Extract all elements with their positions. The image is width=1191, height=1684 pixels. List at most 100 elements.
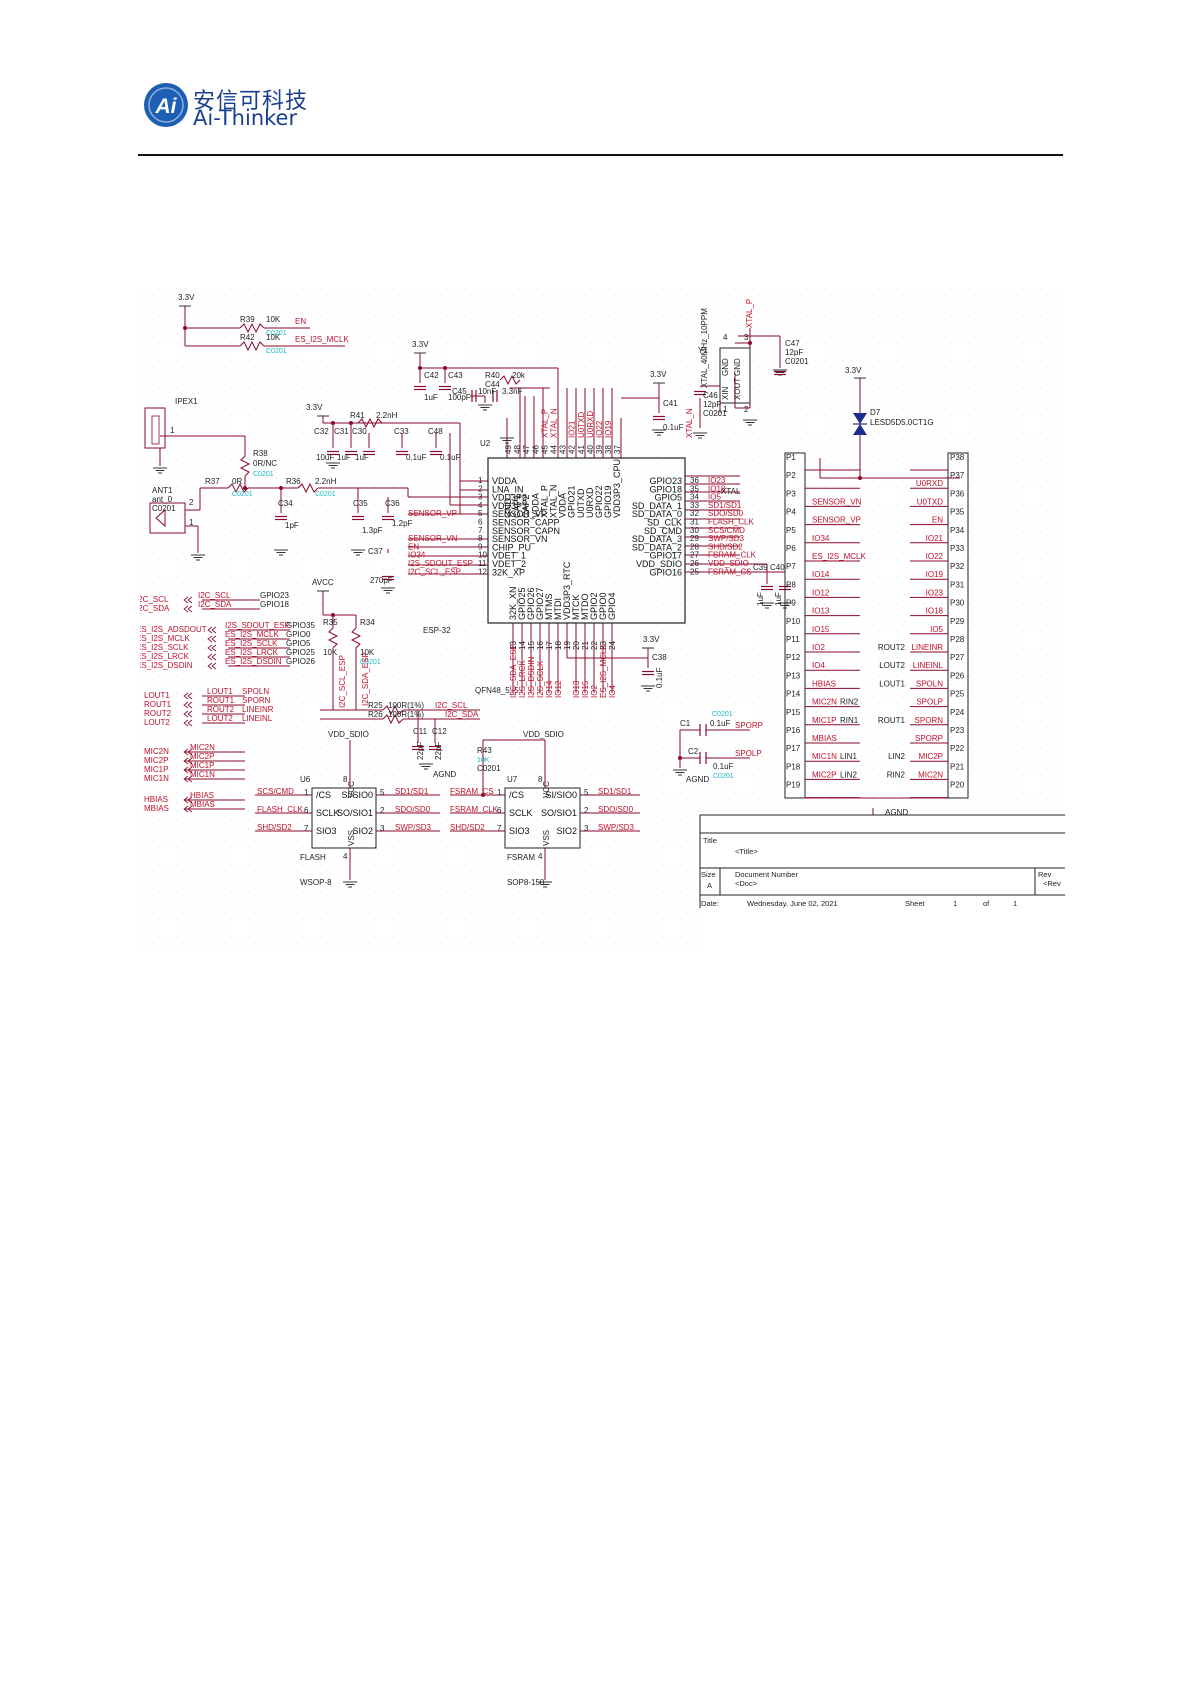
psram-name: FSRAM — [507, 853, 535, 862]
u2-top-pin: GPIO22 — [594, 485, 604, 518]
i2s-mid-net: ES_I2S_LRCK — [225, 648, 279, 657]
psram-pin-left: /CS — [509, 790, 524, 800]
r39-net: EN — [295, 317, 306, 326]
conn-right-net: U0TXD — [917, 497, 943, 506]
u2-bottom-net: ES_I2S_MCLK — [599, 644, 608, 698]
c41-value: 0.1uF — [663, 423, 684, 432]
company-name-en: Ai-Thinker — [193, 106, 298, 130]
flash-name: FLASH — [300, 853, 326, 862]
conn-right-sub: ROUT1 — [878, 716, 906, 725]
r37-pkg: C0201 — [232, 491, 253, 498]
flash-net-left: SCS/CMD — [257, 787, 294, 796]
u2-left-net: SENSOR_VN — [408, 534, 458, 543]
conn-right-pin: P31 — [950, 580, 965, 589]
u2-top-num: 39 — [595, 445, 604, 454]
u2-bottom-num: 16 — [536, 641, 545, 650]
c36-ref: C36 — [385, 499, 400, 508]
conn-left-pin: P17 — [786, 744, 801, 753]
r41-ref: R41 — [350, 411, 365, 420]
y1-pin-2: XIN — [721, 386, 730, 400]
supply-b: 3.3V — [412, 340, 429, 349]
c39-value: 1uF — [756, 592, 765, 606]
i2s-left-port: ES_I2S_SCLK — [140, 643, 189, 652]
conn-left-net: MIC2N — [812, 698, 837, 707]
conn-right-pin: P37 — [950, 471, 965, 480]
c1-net: SPORP — [735, 721, 763, 730]
u2-top-num: 42 — [568, 445, 577, 454]
conn-left-pin: P9 — [786, 599, 796, 608]
u2-top-num: 45 — [540, 445, 549, 454]
u2-bottom-net: IO4 — [608, 685, 617, 698]
psram-num-right: 2 — [584, 806, 589, 815]
i2c-mid-net: I2C_SCL — [198, 591, 231, 600]
conn-left-pin: P13 — [786, 671, 801, 680]
u2-right-net: FSRAM_CS — [708, 567, 752, 576]
u2-right-net: FLASH_CLK — [708, 518, 754, 527]
u2-bottom-net: I2S_SCLK — [536, 660, 545, 698]
conn-right-net: SPORP — [915, 734, 943, 743]
r41-value: 2.2nH — [376, 411, 398, 420]
esd-supply: 3.3V — [845, 366, 862, 375]
mic-mid-net: MIC1N — [190, 770, 215, 779]
u2-bottom-num: 21 — [581, 641, 590, 650]
psram-num-left: 6 — [497, 806, 502, 815]
u2-bottom-num: 14 — [518, 641, 527, 650]
title-block: Title <Title> Size A Document Number <Do… — [699, 814, 1065, 953]
u2-top-net: U0TXD — [577, 412, 586, 438]
conn-left-pin: P3 — [786, 489, 796, 498]
conn-left-pin: P8 — [786, 580, 796, 589]
c35-ref: C35 — [353, 499, 368, 508]
flash-num-left: 1 — [304, 788, 309, 797]
u2-bottom-net: I2S_DSDIN — [527, 656, 536, 698]
cap-val-2: 1uF — [355, 453, 369, 462]
y1-num-2: 1 — [723, 405, 728, 414]
ai-thinker-logo-icon: Ai — [144, 83, 188, 127]
supply-c: 3.3V — [650, 370, 667, 379]
audio-left-port: ROUT2 — [144, 709, 172, 718]
u2-top-num: 46 — [531, 445, 540, 454]
c1-ref: C1 — [680, 719, 691, 728]
u2-top-pin: VDDA — [558, 493, 568, 518]
conn-left-pin: P10 — [786, 617, 801, 626]
u2-left-pin: SENSOR_CAPP — [492, 518, 560, 528]
u2-top-num: 49 — [504, 445, 513, 454]
sheet-total: 1 — [1013, 899, 1017, 908]
u2-right-pin: GPIO23 — [649, 476, 682, 486]
conn-right-pin: P24 — [950, 708, 965, 717]
u2-left-net: I2S_SDOUT_ESP — [408, 559, 473, 568]
mic-left-port: MIC1P — [144, 765, 168, 774]
conn-right-pin: P23 — [950, 726, 965, 735]
r38-value: 0R/NC — [253, 459, 277, 468]
u2-right-net: SWP/SD3 — [708, 534, 745, 543]
u2-right-pin: GPIO17 — [649, 551, 682, 561]
u2-top-pin: GPIO21 — [567, 485, 577, 518]
u2-bottom-num: 22 — [590, 641, 599, 650]
audio-mid-net: LOUT1 — [207, 687, 233, 696]
bias-left-port: HBIAS — [144, 795, 168, 804]
cap-val-0: 10uF — [316, 453, 334, 462]
flash-pin-left: /CS — [316, 790, 331, 800]
conn-left-pin: P5 — [786, 526, 796, 535]
flash-pin-right: SIO2 — [352, 826, 373, 836]
u2-top-net: XTAL_N — [550, 408, 559, 438]
u2-top-pin: GPIO19 — [603, 485, 613, 518]
conn-left-net: MIC2P — [812, 770, 836, 779]
u2-top-num: 48 — [513, 445, 522, 454]
c1-value: 0.1uF — [710, 719, 731, 728]
conn-left-sub: RIN2 — [840, 698, 859, 707]
conn-right-pin: P29 — [950, 617, 965, 626]
bias-mid-net: MBIAS — [190, 800, 215, 809]
date-label: Date: — [701, 899, 719, 908]
i2s-mid-net: ES_I2S_SCLK — [225, 639, 278, 648]
u2-right-num: 32 — [690, 509, 699, 518]
conn-right-pin: P33 — [950, 544, 965, 553]
conn-left-pin: P7 — [786, 562, 796, 571]
i2c-left-port: I2C_SCL — [140, 595, 169, 604]
u2-top-pin: U0TXD — [576, 488, 586, 518]
u2-left-pin: VDD3P3 — [492, 501, 527, 511]
u2-top-pin: U0RXD — [585, 487, 595, 518]
c43-ref: C43 — [448, 371, 463, 380]
cap-ref-4: C48 — [428, 427, 443, 436]
c47-pkg: C0201 — [785, 357, 809, 366]
flash-num-right: 2 — [380, 806, 385, 815]
